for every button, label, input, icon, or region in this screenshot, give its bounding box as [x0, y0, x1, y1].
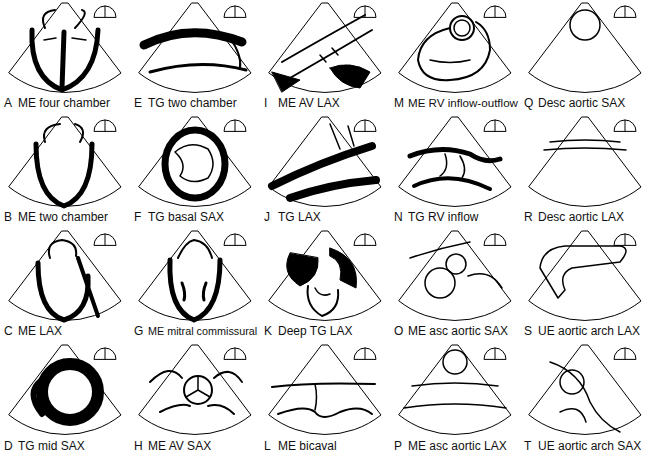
- view-letter: B: [4, 210, 12, 224]
- view-letter: P: [394, 439, 402, 453]
- view-name: ME mitral commissural: [148, 324, 257, 338]
- tg-basal-sax-view: [139, 117, 251, 207]
- view-letter: F: [134, 210, 141, 224]
- me-rv-inflow-outflow-view: [399, 3, 511, 93]
- me-bicaval-view: [269, 345, 381, 435]
- view-name: TG LAX: [278, 210, 321, 224]
- view-name: ME bicaval: [278, 439, 337, 453]
- view-name: ME asc aortic LAX: [408, 439, 507, 453]
- view-name: Deep TG LAX: [278, 324, 352, 338]
- view-name: ME RV inflow-outflow: [408, 96, 518, 110]
- view-letter: O: [394, 324, 403, 338]
- view-name: TG basal SAX: [148, 210, 224, 224]
- view-letter: Q: [524, 96, 533, 110]
- me-av-sax-view: [139, 345, 251, 435]
- me-two-chamber-view: [9, 117, 121, 207]
- view-letter: R: [524, 210, 533, 224]
- me-asc-aortic-sax-view: [399, 231, 511, 321]
- tg-lax-view: [269, 117, 381, 207]
- view-letter: N: [394, 210, 403, 224]
- tg-mid-sax-view: [9, 345, 121, 435]
- view-letter: A: [4, 96, 12, 110]
- view-letter: G: [134, 324, 143, 338]
- ue-aortic-arch-lax-view: [529, 231, 641, 321]
- view-name: TG RV inflow: [408, 210, 478, 224]
- view-letter: H: [134, 439, 143, 453]
- desc-aortic-sax-view: [529, 3, 641, 93]
- view-letter: D: [4, 439, 13, 453]
- desc-aortic-lax-view: [529, 117, 641, 207]
- view-letter: K: [264, 324, 272, 338]
- view-name: TG two chamber: [148, 96, 237, 110]
- view-letter: I: [264, 96, 267, 110]
- deep-tg-lax-view: [269, 231, 381, 321]
- ue-aortic-arch-sax-view: [529, 345, 641, 435]
- me-asc-aortic-lax-view: [399, 345, 511, 435]
- view-letter: J: [264, 210, 270, 224]
- view-name: ME four chamber: [18, 96, 110, 110]
- view-name: Desc aortic SAX: [538, 96, 625, 110]
- view-name: ME AV LAX: [278, 96, 340, 110]
- view-name: ME two chamber: [18, 210, 108, 224]
- view-name: ME LAX: [18, 324, 62, 338]
- me-lax-view: [9, 231, 121, 321]
- me-mitral-commissural-view: [139, 231, 251, 321]
- view-name: UE aortic arch SAX: [538, 439, 641, 453]
- tg-rv-inflow-view: [399, 117, 511, 207]
- view-name: ME asc aortic SAX: [408, 324, 508, 338]
- view-letter: E: [134, 96, 142, 110]
- view-name: UE aortic arch LAX: [538, 324, 640, 338]
- view-letter: L: [264, 439, 271, 453]
- view-letter: T: [524, 439, 531, 453]
- me-av-lax-view: [269, 3, 381, 93]
- me-four-chamber-view: [9, 3, 121, 93]
- view-letter: S: [524, 324, 532, 338]
- view-name: Desc aortic LAX: [538, 210, 624, 224]
- view-letter: M: [394, 96, 404, 110]
- view-name: TG mid SAX: [18, 439, 85, 453]
- view-name: ME AV SAX: [148, 439, 211, 453]
- tg-two-chamber-view: [139, 3, 251, 93]
- view-letter: C: [4, 324, 13, 338]
